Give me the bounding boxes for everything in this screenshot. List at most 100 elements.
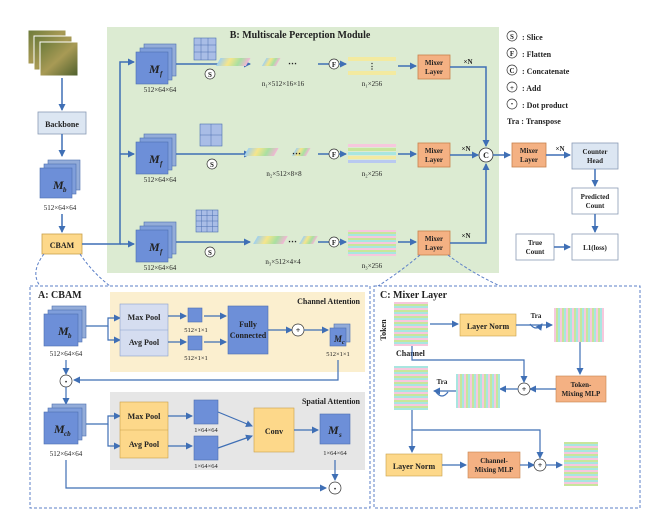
grid-cube-3 (195, 209, 219, 233)
mixer-input-tokens (394, 302, 428, 346)
svg-text:+: + (522, 385, 527, 394)
svg-text:M: M (53, 422, 65, 436)
mf-cube-2: M f (135, 133, 177, 175)
xn-2: ×N (461, 145, 470, 153)
mixer-panel (373, 285, 641, 509)
backbone-label: Backbone (45, 120, 79, 129)
multiscale-panel-title: B: Multiscale Perception Module (230, 30, 371, 41)
svg-text:Head: Head (587, 157, 603, 165)
svg-text:Predicted: Predicted (581, 193, 610, 201)
svg-text:S: S (208, 71, 212, 79)
svg-text:L1(loss): L1(loss) (583, 244, 607, 252)
svg-text:M: M (52, 178, 64, 192)
svg-text:: Add: : Add (522, 84, 541, 93)
mf-cube-1: M f (135, 43, 177, 85)
transpose-icon-2 (435, 391, 449, 397)
cbam-panel-title: A: CBAM (38, 290, 82, 301)
svg-text:⋯: ⋯ (292, 148, 301, 158)
grid-cube-1 (193, 37, 217, 61)
token-axis-label: Token (379, 319, 388, 341)
mixer-box-1 (417, 54, 451, 80)
svg-text:+: + (538, 461, 543, 470)
cbam-panel (29, 285, 371, 509)
svg-text:F: F (332, 151, 336, 159)
spatial-map-1 (193, 399, 219, 425)
mf-dim-3: 512×64×64 (144, 264, 177, 272)
mc-cube: M c (329, 323, 351, 347)
svg-text:·: · (333, 484, 336, 495)
channel-attention-label: Channel Attention (297, 297, 360, 306)
loss-box (571, 233, 619, 261)
svg-text:f: f (160, 160, 163, 168)
svg-text:F: F (510, 50, 514, 58)
channel-avg-pool: Avg Pool (129, 338, 160, 347)
svg-text:Count: Count (526, 248, 545, 256)
svg-text:M: M (333, 334, 343, 344)
grid-cube-2 (199, 123, 223, 147)
svg-text:Token-: Token- (571, 381, 592, 389)
xn-3: ×N (461, 232, 470, 240)
flat-tokens-3 (348, 230, 396, 256)
mcb-dim: 512×64×64 (50, 450, 83, 458)
svg-text:512×1×1: 512×1×1 (184, 327, 208, 334)
svg-text:Mixer: Mixer (425, 59, 443, 67)
svg-text:M: M (148, 240, 160, 254)
svg-text:1×64×64: 1×64×64 (194, 427, 218, 434)
channel-vec-2 (187, 335, 203, 351)
svg-text:Layer Norm: Layer Norm (393, 462, 436, 471)
svg-text:⋮: ⋮ (368, 62, 376, 71)
channel-max-pool: Max Pool (128, 313, 161, 322)
mixer-box-3 (417, 230, 451, 256)
svg-text:: Flatten: : Flatten (522, 50, 552, 59)
spatial-dot-op (328, 481, 342, 495)
svg-text:512×1×1: 512×1×1 (184, 355, 208, 362)
svg-text:+: + (510, 84, 514, 92)
svg-text:C: C (483, 151, 489, 160)
svg-text:: Slice: : Slice (522, 33, 543, 42)
flat-tokens-2 (348, 144, 396, 163)
svg-text:Tra : Transpose: Tra : Transpose (507, 117, 561, 126)
svg-text:F: F (332, 239, 336, 247)
svg-text:b: b (68, 332, 72, 340)
svg-text:·: · (510, 99, 513, 109)
slice-op-2 (206, 158, 218, 170)
svg-text:C: C (509, 67, 514, 75)
svg-text:: Concatenate: : Concatenate (522, 67, 570, 76)
svg-text:Fully: Fully (239, 320, 257, 329)
svg-text:⋯: ⋯ (288, 58, 297, 68)
svg-text:f: f (160, 248, 163, 256)
row3-flat-dim: n₃×256 (362, 262, 383, 270)
transpose-label-1: Tra (531, 312, 542, 320)
channel-mixing-mlp (467, 451, 521, 479)
svg-text:: Dot product: : Dot product (522, 101, 568, 110)
ms-dim: 1×64×64 (323, 450, 347, 457)
slice-op-3 (204, 246, 216, 258)
xn-1: ×N (463, 58, 472, 66)
svg-text:Mixing MLP: Mixing MLP (562, 390, 601, 398)
svg-text:Mixer: Mixer (520, 147, 538, 155)
svg-text:S: S (510, 33, 514, 41)
svg-text:M: M (148, 62, 160, 76)
spatial-max-pool: Max Pool (128, 412, 161, 421)
mf-dim-1: 512×64×64 (144, 86, 177, 94)
row3-slice-dim: n₃×512×4×4 (265, 258, 301, 266)
flat-tokens-1 (348, 57, 396, 75)
svg-text:1×64×64: 1×64×64 (194, 463, 218, 470)
mb-dim: 512×64×64 (44, 204, 77, 212)
mb-feature-cube: M b (39, 159, 81, 199)
predicted-count-box (571, 187, 619, 215)
svg-text:Connected: Connected (230, 331, 267, 340)
transposed-tokens-2 (456, 374, 500, 408)
svg-text:M: M (148, 152, 160, 166)
svg-text:M: M (57, 324, 69, 338)
fully-connected-box (227, 305, 269, 355)
slice-patches-3 (253, 236, 318, 244)
transpose-label-2: Tra (437, 378, 448, 386)
svg-text:⋯: ⋯ (288, 236, 297, 246)
mixer-panel-title: C: Mixer Layer (380, 290, 448, 301)
svg-text:S: S (208, 249, 212, 257)
svg-text:Conv: Conv (265, 427, 283, 436)
svg-text:Count: Count (586, 202, 605, 210)
row1-flat-dim: n₁×256 (362, 80, 383, 88)
